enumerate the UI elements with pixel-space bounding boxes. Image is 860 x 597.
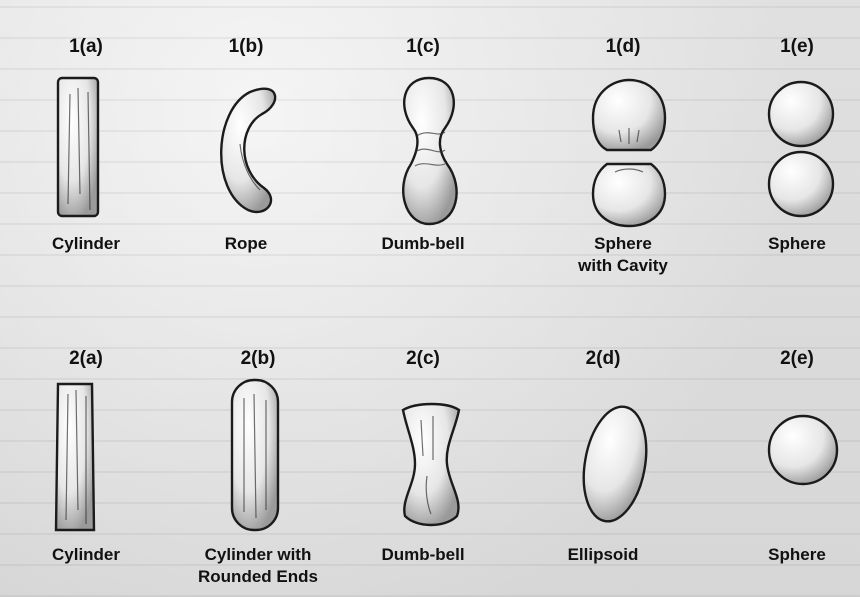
dumb-bell-shape: [397, 400, 467, 530]
caption-line: Ellipsoid: [517, 545, 689, 565]
figure-id-label: 1(e): [711, 36, 860, 58]
figure-id-label: 2(b): [172, 348, 344, 370]
figure-id-label: 1(c): [337, 36, 509, 58]
figure-id-label: 2(d): [517, 348, 689, 370]
caption-line: Rounded Ends: [172, 567, 344, 587]
caption-line: Cylinder: [0, 545, 172, 565]
caption-line: Dumb-bell: [337, 234, 509, 254]
caption-line: Cylinder with: [172, 545, 344, 565]
rope-shape: [220, 84, 290, 224]
figure-2d: 2(d) Ellipsoid: [517, 300, 689, 597]
figure-2c: 2(c) Dumb-bell: [337, 300, 509, 597]
sphere-with-cavity-shape: [589, 78, 669, 228]
dumb-bell-shape: [395, 76, 465, 226]
figure-2e: 2(e) Sphere: [711, 300, 860, 597]
sphere-shape: [765, 80, 837, 220]
figure-1b: 1(b) Rope: [160, 0, 332, 300]
figure-1e: 1(e) Sphere: [711, 0, 860, 300]
figure-1a: 1(a) Cylinder: [0, 0, 172, 300]
figure-1d: 1(d) Sphere with Cavity: [537, 0, 709, 300]
caption-line: Sphere: [711, 234, 860, 254]
sphere-shape: [765, 412, 845, 492]
cylinder-rounded-ends-shape: [230, 378, 290, 538]
caption-line: Cylinder: [0, 234, 172, 254]
caption-line: Dumb-bell: [337, 545, 509, 565]
figure-id-label: 2(e): [711, 348, 860, 370]
cylinder-shape: [56, 74, 116, 224]
figure-id-label: 2(c): [337, 348, 509, 370]
caption-line: Sphere: [711, 545, 860, 565]
caption-line: Sphere: [537, 234, 709, 254]
caption-line: Rope: [160, 234, 332, 254]
cylinder-shape: [54, 380, 114, 540]
figure-id-label: 1(b): [160, 36, 332, 58]
figure-id-label: 1(d): [537, 36, 709, 58]
figure-id-label: 2(a): [0, 348, 172, 370]
figure-2b: 2(b) Cylinder with Rounded Ends: [172, 300, 344, 597]
caption-line: with Cavity: [537, 256, 709, 276]
figure-2a: 2(a) Cylinder: [0, 300, 172, 597]
figure-id-label: 1(a): [0, 36, 172, 58]
figure-1c: 1(c) Dumb-bell: [337, 0, 509, 300]
ellipsoid-shape: [581, 402, 651, 532]
